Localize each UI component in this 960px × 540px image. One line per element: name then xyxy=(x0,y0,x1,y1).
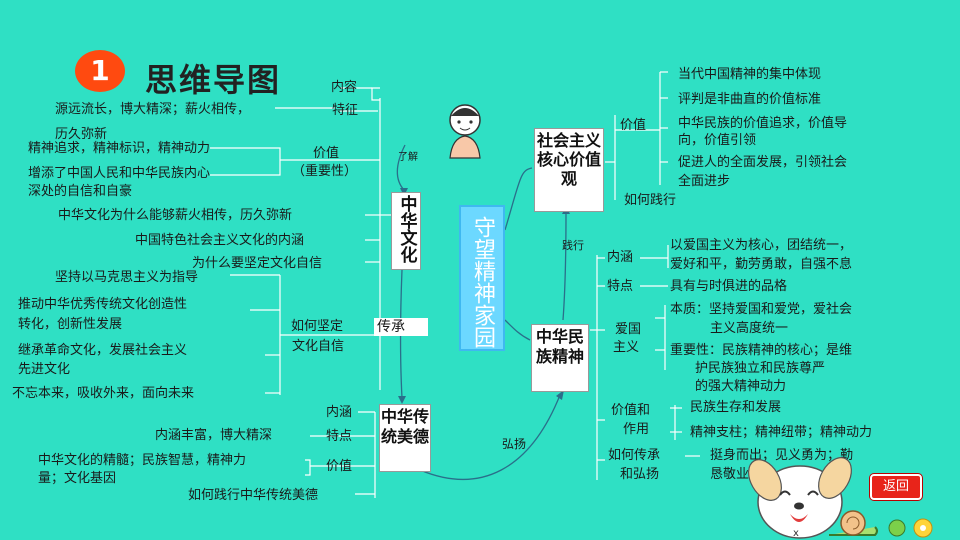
culture-value-text-2: 增添了中国人民和中华民族内心 xyxy=(28,166,211,181)
culture-value-label: 价值 xyxy=(313,146,340,161)
culture-value-text-1: 精神追求，精神标识，精神动力 xyxy=(28,141,211,156)
spirit-role-label-2: 作用 xyxy=(623,422,650,437)
core-value-2: 评判是非曲直的价值标准 xyxy=(678,92,822,107)
central-topic: 守望精神家园 xyxy=(459,205,505,351)
girl-cartoon-icon xyxy=(449,104,481,159)
spirit-feature-label: 特点 xyxy=(607,279,634,294)
culture-how-sub-label: 文化自信 xyxy=(292,339,345,354)
culture-content-label: 内容 xyxy=(331,80,358,95)
culture-value-text-3: 深处的自信和自豪 xyxy=(28,184,133,199)
core-value-3b: 向，价值引领 xyxy=(678,133,757,148)
page-title: 思维导图 xyxy=(145,61,282,99)
culture-how-label: 如何坚定 xyxy=(291,319,344,334)
spirit-essence-2: 主义高度统一 xyxy=(710,321,789,336)
spirit-importance-1: 重要性：民族精神的核心；是维 xyxy=(670,343,853,358)
virtue-feature-label: 特点 xyxy=(326,429,353,444)
virtue-value-label: 价值 xyxy=(326,459,353,474)
section-number-badge: 1 xyxy=(75,50,125,92)
node-national-spirit: 中华民族精神 xyxy=(531,324,589,392)
spirit-essence-1: 本质：坚持爱国和爱党，爱社会 xyxy=(670,302,853,317)
virtue-practice-text: 如何践行中华传统美德 xyxy=(188,488,319,503)
culture-why-confidence-text: 为什么要坚定文化自信 xyxy=(192,256,323,271)
culture-feature-label: 特征 xyxy=(332,103,359,118)
culture-how-1: 坚持以马克思主义为指导 xyxy=(55,270,199,285)
spirit-how-label-1: 如何传承 xyxy=(608,448,661,463)
spirit-patriotism-label-2: 主义 xyxy=(613,340,640,355)
culture-feature-text-2: 历久弥新 xyxy=(55,127,108,142)
spirit-content-text-2: 爱好和平，勤劳勇敢，自强不息 xyxy=(670,257,853,272)
back-button[interactable]: 返回 xyxy=(870,474,922,500)
core-practice-label: 如何践行 xyxy=(624,193,677,208)
spirit-how-text-1: 挺身而出；见义勇为；勤 xyxy=(710,448,854,463)
culture-how-4: 不忘本来，吸收外来，面向未来 xyxy=(12,386,195,401)
puppy-cartoon-icon: x xyxy=(748,457,852,539)
spirit-importance-2: 护民族独立和民族尊严 xyxy=(695,361,826,376)
flower-icon xyxy=(888,518,933,538)
core-value-label: 价值 xyxy=(620,118,647,133)
core-value-4b: 全面进步 xyxy=(678,174,731,189)
spirit-role-text-2: 精神支柱；精神纽带；精神动力 xyxy=(690,425,873,440)
spirit-how-label-2: 和弘扬 xyxy=(620,467,660,482)
label-inherit: 传承 xyxy=(374,318,428,336)
spirit-feature-text: 具有与时俱进的品格 xyxy=(670,279,788,294)
spirit-importance-3: 的强大精神动力 xyxy=(695,379,787,394)
node-core-values: 社会主义核心价值观 xyxy=(534,128,604,212)
culture-why-text: 中华文化为什么能够薪火相传，历久弥新 xyxy=(58,208,293,223)
node-traditional-virtue: 中华传统美德 xyxy=(379,404,431,472)
virtue-value-text-1: 中华文化的精髓；民族智慧，精神力 xyxy=(38,453,247,468)
virtue-value-text-2: 量；文化基因 xyxy=(38,471,117,486)
culture-how-3b: 先进文化 xyxy=(18,362,71,377)
virtue-content-label: 内涵 xyxy=(326,405,353,420)
spirit-content-text-1: 以爱国主义为核心，团结统一， xyxy=(670,238,853,253)
label-practice: 践行 xyxy=(562,239,584,252)
spirit-role-label-1: 价值和 xyxy=(611,403,651,418)
culture-how-2b: 转化，创新性发展 xyxy=(18,317,123,332)
node-chinese-culture: 中华文化 xyxy=(391,192,421,270)
core-value-4a: 促进人的全面发展，引领社会 xyxy=(678,155,848,170)
culture-feature-text: 源远流长，博大精深；薪火相传， xyxy=(55,102,251,117)
culture-how-3a: 继承革命文化，发展社会主义 xyxy=(18,343,188,358)
culture-connotation-text: 中国特色社会主义文化的内涵 xyxy=(135,233,305,248)
spirit-how-text-2: 恳敬业 xyxy=(710,467,750,482)
culture-value-sub-label: （重要性） xyxy=(292,164,358,179)
spirit-content-label: 内涵 xyxy=(607,250,634,265)
spirit-role-text-1: 民族生存和发展 xyxy=(690,400,782,415)
culture-how-2a: 推动中华优秀传统文化创造性 xyxy=(18,297,188,312)
svg-text:x: x xyxy=(793,528,799,539)
snail-icon xyxy=(829,510,878,536)
label-promote: 弘扬 xyxy=(502,437,527,451)
label-understand: 了解 xyxy=(398,152,418,163)
virtue-feature-text: 内涵丰富，博大精深 xyxy=(155,428,273,443)
core-value-1: 当代中国精神的集中体现 xyxy=(678,67,822,82)
spirit-patriotism-label-1: 爱国 xyxy=(615,322,642,337)
core-value-3a: 中华民族的价值追求，价值导 xyxy=(678,116,848,131)
